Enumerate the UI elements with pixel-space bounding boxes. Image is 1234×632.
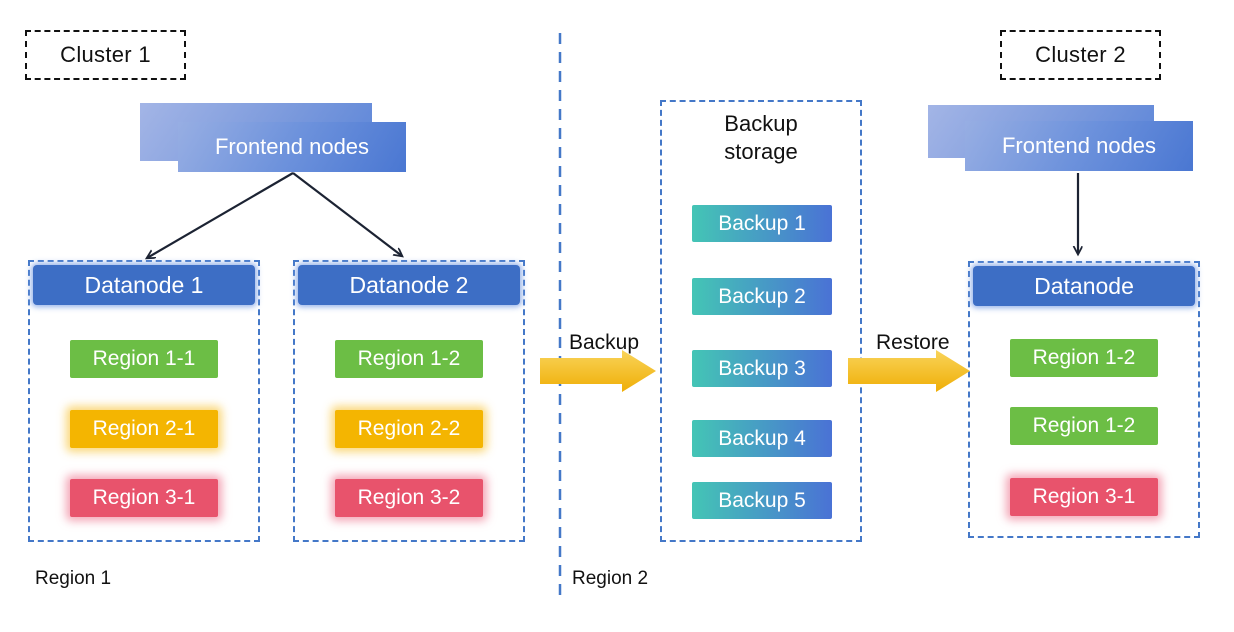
backup-arrow-label: Backup (569, 331, 640, 354)
cluster1-label: Cluster 1 (60, 42, 151, 67)
backup-storage-container: Backup storage Backup 1 Backup 2 Backup … (660, 100, 862, 542)
datanode1-title: Datanode 1 (84, 271, 204, 298)
restore-arrow-label: Restore (876, 331, 950, 354)
region-1-1-box: Region 1-1 (70, 340, 218, 378)
cluster2-label-box: Cluster 2 (1000, 30, 1161, 80)
frontend-to-datanode2-arrow (292, 172, 402, 256)
region-3-1-box: Region 3-1 (70, 479, 218, 517)
region-3-2-label: Region 3-2 (357, 486, 461, 509)
cluster2-label: Cluster 2 (1035, 42, 1126, 67)
cluster1-frontend-nodes: Frontend nodes (178, 122, 406, 172)
restored-region-2-box: Region 1-2 (1010, 407, 1158, 445)
datanode2-container: Datanode 2 Region 1-2 Region 2-2 Region … (293, 260, 525, 542)
backup-5-box: Backup 5 (692, 482, 832, 519)
backup-2-label: Backup 2 (718, 284, 806, 308)
cluster2-frontend-nodes: Frontend nodes (965, 121, 1193, 171)
backup-3-label: Backup 3 (718, 356, 806, 380)
region-3-2-box: Region 3-2 (335, 479, 483, 517)
restored-region-1-box: Region 1-2 (1010, 339, 1158, 377)
datanode2-title: Datanode 2 (349, 271, 469, 298)
restored-region-1-label: Region 1-2 (1032, 346, 1136, 369)
backup-5-label: Backup 5 (718, 488, 806, 512)
backup-4-box: Backup 4 (692, 420, 832, 457)
region-1-1-label: Region 1-1 (92, 347, 196, 370)
backup-3-box: Backup 3 (692, 350, 832, 387)
restored-region-3-box: Region 3-1 (1010, 478, 1158, 516)
cluster2-frontend-label: Frontend nodes (1001, 133, 1157, 158)
cluster2-datanode-container: Datanode Region 1-2 Region 1-2 Region 3-… (968, 261, 1200, 538)
cluster1-frontend-label: Frontend nodes (214, 134, 370, 159)
backup-4-label: Backup 4 (718, 426, 806, 450)
cluster1-label-box: Cluster 1 (25, 30, 186, 80)
backup-1-box: Backup 1 (692, 205, 832, 242)
restored-region-3-label: Region 3-1 (1032, 485, 1136, 508)
region-3-1-label: Region 3-1 (92, 486, 196, 509)
region2-footer-label: Region 2 (572, 568, 649, 589)
backup-1-label: Backup 1 (718, 211, 806, 235)
datanode1-container: Datanode 1 Region 1-1 Region 2-1 Region … (28, 260, 260, 542)
frontend-to-datanode1-arrow (147, 172, 294, 258)
datanode1-header: Datanode 1 (33, 265, 255, 305)
backup-flow-arrow (540, 350, 656, 392)
backup-2-box: Backup 2 (692, 278, 832, 315)
cluster2-datanode-title: Datanode (1034, 272, 1134, 299)
datanode2-header: Datanode 2 (298, 265, 520, 305)
region-2-1-label: Region 2-1 (92, 417, 196, 440)
restore-flow-arrow (848, 350, 970, 392)
cluster2-datanode-header: Datanode (973, 266, 1195, 306)
backup-storage-title: Backup storage (724, 111, 798, 164)
region-2-1-box: Region 2-1 (70, 410, 218, 448)
region-1-2-box: Region 1-2 (335, 340, 483, 378)
restored-region-2-label: Region 1-2 (1032, 414, 1136, 437)
region1-footer-label: Region 1 (35, 568, 112, 589)
region-2-2-label: Region 2-2 (357, 417, 461, 440)
region-1-2-label: Region 1-2 (357, 347, 461, 370)
region-2-2-box: Region 2-2 (335, 410, 483, 448)
